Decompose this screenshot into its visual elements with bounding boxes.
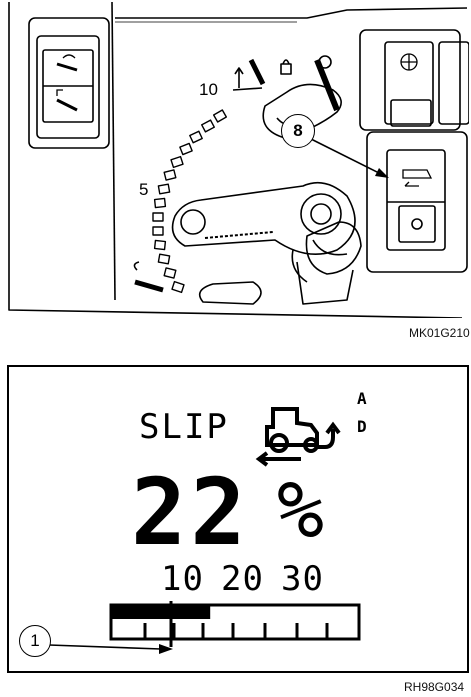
callout-8-label: 8 bbox=[293, 121, 302, 140]
figure2-code: RH98G034 bbox=[404, 680, 464, 694]
figure1-code: MK01G210 bbox=[409, 326, 470, 340]
bar-scale-10: 10 bbox=[161, 559, 204, 599]
tractor-slip-icon bbox=[255, 403, 345, 469]
scale-label-5: 5 bbox=[139, 180, 148, 200]
lcd-display: SLIP A D 22 % 10 20 30 bbox=[7, 365, 469, 673]
console-illustration bbox=[7, 0, 469, 318]
callout-1: 1 bbox=[19, 625, 51, 657]
indicator-d: D bbox=[357, 417, 367, 436]
slip-unit: % bbox=[277, 472, 324, 550]
mode-text: SLIP bbox=[139, 407, 229, 447]
figure-console-drawing: 10 5 8 bbox=[7, 0, 469, 318]
scale-label-10: 10 bbox=[199, 80, 218, 100]
indicator-a: A bbox=[357, 389, 367, 408]
callout-1-leader bbox=[49, 637, 179, 657]
bar-scale-30: 30 bbox=[281, 559, 324, 599]
callout-8: 8 bbox=[281, 114, 315, 148]
bar-fill bbox=[111, 605, 210, 619]
bar-scale-20: 20 bbox=[221, 559, 264, 599]
slip-value: 22 bbox=[131, 467, 250, 559]
callout-1-label: 1 bbox=[30, 631, 39, 650]
